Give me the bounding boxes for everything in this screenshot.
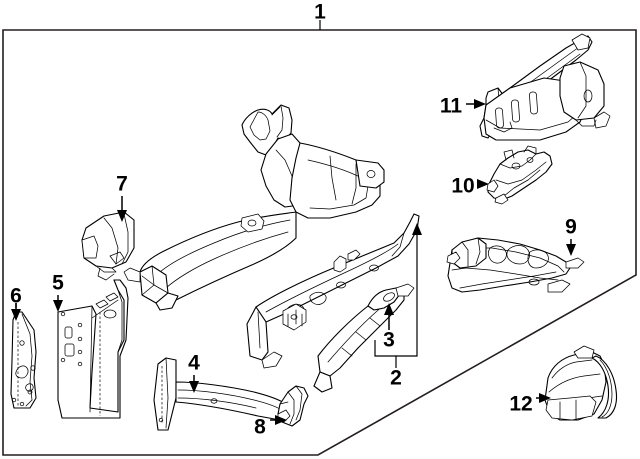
part-9-battery-tray-support: [446, 237, 585, 293]
part-10-engine-mount-bracket: [486, 145, 553, 205]
callout-12: 12: [509, 393, 551, 416]
assembly-frame-boundary: [2, 29, 637, 456]
callout-10: 10: [451, 175, 489, 198]
part-5-cowl-side-panel: [57, 279, 129, 419]
callout-7-label: 7: [116, 173, 128, 196]
callout-8: 8: [254, 415, 287, 439]
callout-8-label: 8: [254, 416, 266, 439]
callout-3: 3: [383, 303, 395, 352]
part-11-front-side-rail: [479, 33, 611, 141]
callout-9-label: 9: [565, 216, 577, 239]
callout-6-label: 6: [10, 285, 22, 308]
callout-3-label: 3: [383, 329, 395, 352]
callout-5: 5: [52, 272, 64, 312]
callout-10-label: 10: [451, 175, 474, 198]
part-6-hinge-pillar-reinforcement: [10, 311, 37, 409]
callout-4-label: 4: [188, 352, 200, 375]
callout-4: 4: [188, 352, 200, 393]
callout-1-label: 1: [314, 1, 326, 24]
callout-11-label: 11: [440, 95, 463, 118]
callout-2: 2: [374, 223, 422, 390]
callout-2-label: 2: [390, 367, 402, 390]
part-7-upper-bracket: [81, 211, 135, 281]
part-12-wheelhouse-liner-bracket: [544, 345, 618, 421]
callout-7: 7: [116, 173, 128, 222]
apron-rail-assembly: [123, 104, 420, 393]
callout-6: 6: [10, 285, 22, 321]
callout-1: 1: [314, 1, 326, 30]
callout-5-label: 5: [52, 272, 64, 295]
callout-12-label: 12: [509, 393, 532, 416]
callout-11: 11: [440, 95, 486, 118]
callout-9: 9: [565, 216, 577, 256]
